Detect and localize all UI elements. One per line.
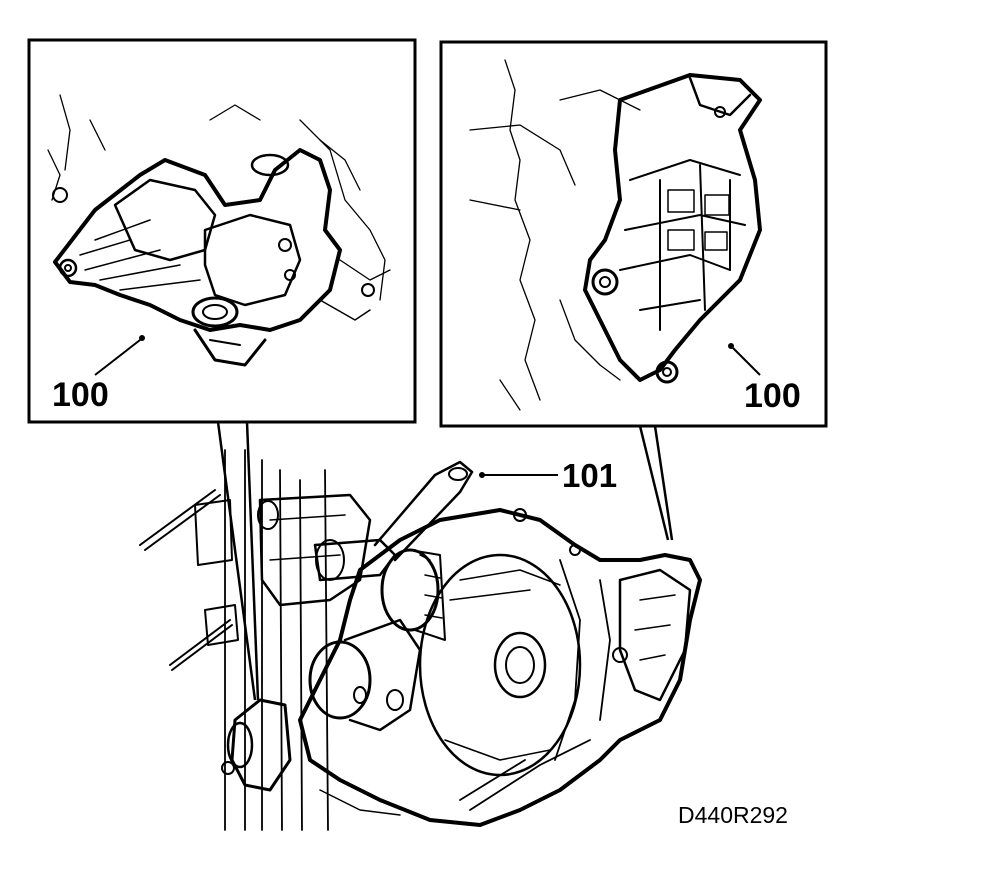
left-inset-label: 100 bbox=[52, 376, 109, 414]
right-inset-frame bbox=[439, 40, 828, 428]
left-inset: 100 bbox=[27, 38, 417, 701]
main-callout-label: 101 bbox=[562, 457, 617, 494]
left-inset-frame bbox=[27, 38, 417, 424]
transmission-assembly-drawing bbox=[139, 449, 702, 831]
right-leader-dot bbox=[728, 343, 734, 349]
left-leader-line bbox=[94, 339, 141, 376]
figure-code: D440R292 bbox=[678, 802, 788, 828]
right-inset-label: 100 bbox=[744, 377, 801, 415]
right-inset: 100 bbox=[439, 40, 828, 541]
main-leader-dot bbox=[479, 472, 485, 478]
left-leader-dot bbox=[139, 335, 145, 341]
right-mount-bracket-drawing bbox=[469, 59, 762, 411]
left-mount-bracket-drawing bbox=[47, 94, 391, 367]
right-inset-pointer bbox=[638, 425, 674, 541]
right-leader-line bbox=[732, 347, 761, 376]
